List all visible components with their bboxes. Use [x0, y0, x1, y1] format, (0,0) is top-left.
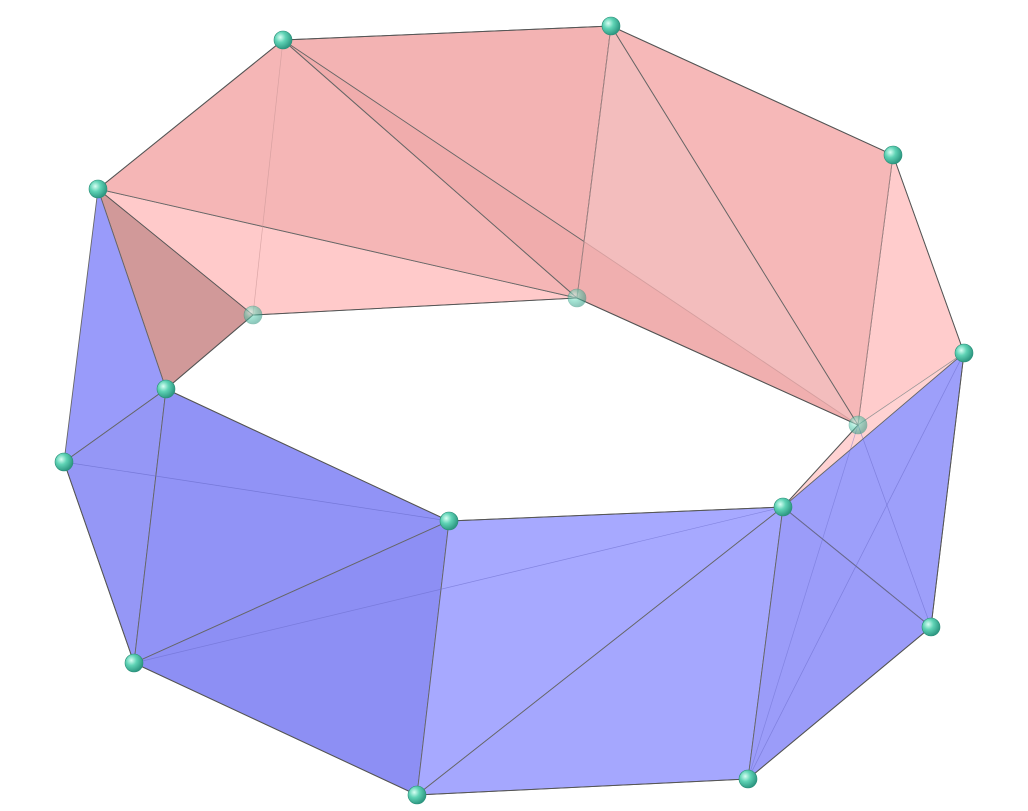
vertex-sphere-9: [156, 379, 176, 399]
vertex-sphere-14: [124, 653, 144, 673]
vertex-sphere-5: [954, 343, 974, 363]
vertex-sphere-16: [738, 769, 758, 789]
vertex-sphere-12: [773, 497, 793, 517]
vertex-sphere-10: [54, 452, 74, 472]
vertex-sphere-2: [601, 16, 621, 36]
vertex-sphere-13: [921, 617, 941, 637]
blue-diagonal-5: [747, 424, 859, 780]
bottom-rim-edge: [63, 352, 965, 796]
vertex-sphere-7: [567, 288, 587, 308]
blue-diagonal-3: [857, 424, 932, 628]
vertex-sphere-1: [273, 30, 293, 50]
lower-band: [63, 188, 965, 797]
vertex-markers: [54, 16, 974, 805]
vertex-sphere-8: [848, 415, 868, 435]
vertex-sphere-15: [407, 785, 427, 805]
blue-diagonal-2: [133, 506, 784, 664]
vertex-sphere-11: [439, 511, 459, 531]
vertex-sphere-3: [883, 145, 903, 165]
blue-diagonal-1: [63, 461, 450, 522]
pink-edge-highlight-2: [576, 25, 612, 299]
pink-edge-highlight-3: [857, 154, 894, 426]
pink-edge-highlight: [252, 39, 284, 316]
blue-diagonal-6: [782, 506, 932, 628]
vertex-sphere-6: [243, 305, 263, 325]
vertex-sphere-4: [88, 179, 108, 199]
